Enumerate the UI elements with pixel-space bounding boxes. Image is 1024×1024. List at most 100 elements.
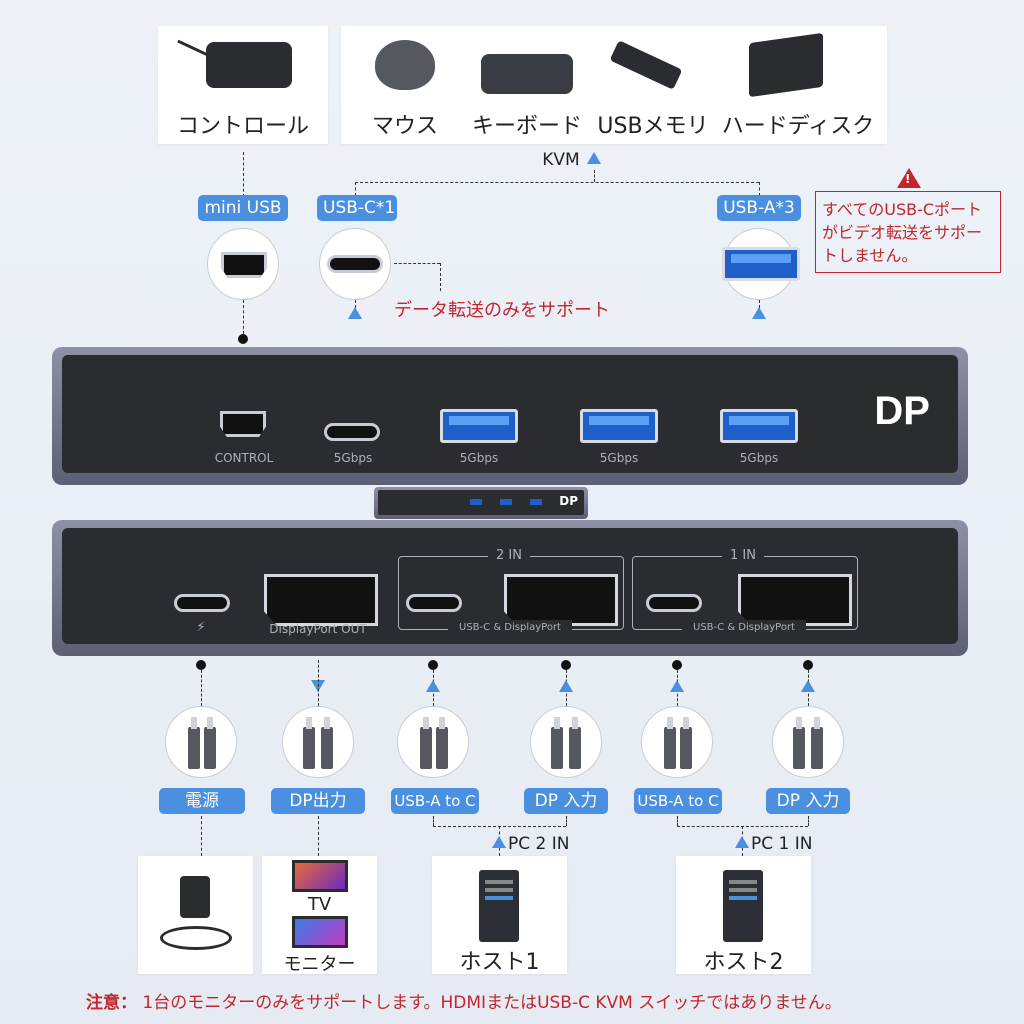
control-port-label: CONTROL	[214, 451, 274, 465]
pc2-right-line	[566, 816, 567, 826]
dp-cable-icon	[321, 717, 333, 769]
input-1-dp-port	[738, 574, 852, 626]
input-2-usbc-arrow-icon	[426, 680, 440, 692]
monitor-icon	[292, 916, 348, 948]
usb-memory-label: USBメモリ	[597, 114, 709, 139]
keyboard-icon	[481, 54, 573, 94]
control-card: コントロール	[158, 26, 328, 144]
input-2-dp-port	[504, 574, 618, 626]
input-1-usb-pill: USB-A to C	[634, 788, 722, 814]
usb-cable-icon	[420, 717, 432, 769]
pc2-label: PC 2 IN	[508, 834, 570, 854]
pc1-right-line	[808, 816, 809, 826]
device-thumbnail-port	[530, 499, 542, 505]
keyboard-label: キーボード	[471, 114, 582, 139]
front-usb-a-port-3	[720, 409, 798, 443]
monitor-label: モニター	[283, 954, 356, 975]
footer-note-label: 注意：	[86, 993, 137, 1013]
kvm-arrow-icon	[587, 152, 601, 164]
control-port	[220, 411, 266, 437]
mini-usb-pill: mini USB	[198, 195, 288, 221]
input-2-title: 2 IN	[496, 548, 522, 563]
dp-out-pill: DP出力	[271, 788, 365, 814]
tv-label: TV	[307, 894, 332, 915]
input-1-title: 1 IN	[730, 548, 756, 563]
mini-usb-port-icon	[221, 252, 267, 278]
input-1-usb-cable-zoom	[641, 706, 713, 778]
pc1-label: PC 1 IN	[751, 834, 813, 854]
usb-a-port-zoom	[722, 228, 800, 300]
power-cable-coil-icon	[160, 926, 232, 950]
dp-out-label: DisplayPort OUT	[269, 622, 367, 636]
usb-memory-icon	[609, 40, 683, 90]
front-brand-badge: DP	[874, 389, 930, 433]
usb-c-zoom-line	[355, 300, 356, 308]
input-1-dp-pill: DP 入力	[766, 788, 850, 814]
input-2-usb-cable-zoom	[397, 706, 469, 778]
front-usb-a-speed-2: 5Gbps	[599, 451, 639, 465]
host-1-card: ホスト1	[432, 856, 567, 975]
usb-a-zoom-line	[759, 300, 760, 308]
dp-cable-icon	[793, 717, 805, 769]
control-zoom-line	[243, 300, 244, 334]
usb-cable-icon	[204, 717, 216, 769]
front-usb-c-speed: 5Gbps	[333, 451, 373, 465]
power-up-line	[201, 670, 202, 706]
front-panel-face: CONTROL 5Gbps 5Gbps 5Gbps 5Gbps DP	[62, 355, 958, 473]
power-pill: 電源	[159, 788, 245, 814]
front-usb-a-port-1	[440, 409, 518, 443]
warning-icon	[897, 168, 921, 188]
host-1-pc-icon	[479, 870, 519, 942]
pc1-arrow-icon	[735, 836, 749, 848]
usb-a-port-icon	[722, 247, 800, 281]
power-adapter-card	[138, 856, 253, 974]
control-connector-line	[243, 152, 244, 197]
pc2-arrow-icon	[492, 836, 506, 848]
warning-box: すべてのUSB‐Cポートがビデオ転送をサポートしません。	[815, 191, 1001, 273]
dp-out-cable-zoom	[282, 706, 354, 778]
data-note-drop	[440, 263, 441, 291]
host-2-card: ホスト2	[676, 856, 811, 975]
usb-cable-icon	[188, 717, 200, 769]
control-dot	[238, 334, 248, 344]
usb-c-pill: USB-C*1	[317, 195, 397, 221]
data-transfer-note: データ転送のみをサポート	[394, 300, 610, 321]
back-panel-face: ⚡ DisplayPort OUT 2 IN USB-C & DisplayPo…	[62, 528, 958, 644]
input-2-sub: USB-C & DisplayPort	[459, 622, 561, 633]
usb-cable-icon	[664, 717, 676, 769]
input-1-sub-bg	[682, 620, 806, 636]
host-2-pc-icon	[723, 870, 763, 942]
power-symbol-icon: ⚡	[196, 620, 206, 635]
input-2-title-bg	[488, 548, 530, 564]
front-panel: CONTROL 5Gbps 5Gbps 5Gbps 5Gbps DP	[52, 347, 968, 485]
power-down-line	[201, 816, 202, 856]
display-card: TV モニター	[262, 856, 377, 975]
hard-disk-label: ハードディスク	[721, 114, 875, 139]
mini-usb-port-zoom	[207, 228, 279, 300]
dp-out-port	[264, 574, 378, 626]
input-2-usb-pill: USB-A to C	[391, 788, 479, 814]
kvm-bracket-line	[355, 182, 759, 183]
usb-a-arrow-icon	[752, 307, 766, 319]
input-2-dp-pill: DP 入力	[524, 788, 608, 814]
kvm-left-drop	[355, 182, 356, 196]
front-usb-a-speed-3: 5Gbps	[739, 451, 779, 465]
usb-c-port-icon	[327, 255, 383, 273]
input-1-usbc-arrow-icon	[670, 680, 684, 692]
power-dot	[196, 660, 206, 670]
pc2-left-line	[433, 816, 434, 826]
power-adapter-icon	[180, 876, 210, 918]
dp-cable-icon	[303, 717, 315, 769]
front-usb-a-port-2	[580, 409, 658, 443]
back-panel: ⚡ DisplayPort OUT 2 IN USB-C & DisplayPo…	[52, 520, 968, 656]
peripherals-card: マウス キーボード USBメモリ ハードディスク	[341, 26, 887, 144]
front-usb-a-speed-1: 5Gbps	[459, 451, 499, 465]
kvm-right-drop	[759, 182, 760, 196]
kvm-label: KVM	[542, 150, 580, 170]
device-thumbnail-port	[470, 499, 482, 505]
device-thumbnail: DP	[374, 487, 588, 519]
usb-c-arrow-icon	[348, 307, 362, 319]
warning-text: すべてのUSB‐Cポートがビデオ転送をサポートしません。	[822, 200, 983, 265]
control-switch-icon	[206, 42, 292, 88]
dp-cable-icon	[811, 717, 823, 769]
